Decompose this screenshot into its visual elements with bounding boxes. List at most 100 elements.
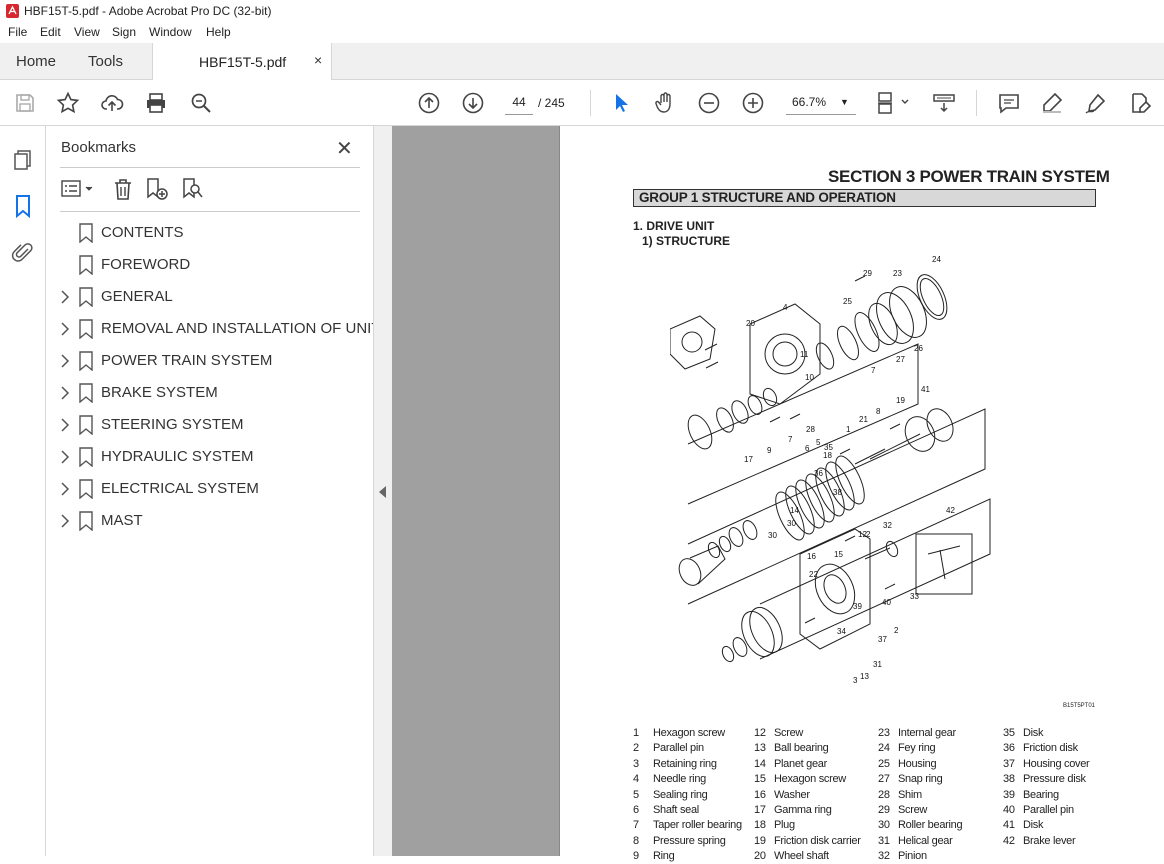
menu-edit[interactable]: Edit	[40, 25, 61, 39]
close-icon[interactable]: ✕	[336, 138, 353, 160]
sign-pen-icon[interactable]	[1084, 91, 1108, 115]
diagram-plane	[687, 343, 919, 505]
chevron-right-icon[interactable]	[60, 514, 70, 528]
scrolling-mode-icon[interactable]	[932, 91, 956, 115]
diagram-callout: 4	[783, 303, 788, 312]
tab-tools[interactable]: Tools	[88, 53, 124, 70]
chevron-right-icon[interactable]	[60, 418, 70, 432]
tab-home[interactable]: Home	[16, 53, 57, 70]
bookmark-item[interactable]: FOREWORD	[56, 253, 366, 281]
bookmark-item[interactable]: POWER TRAIN SYSTEM	[56, 349, 366, 377]
upload-cloud-icon[interactable]	[100, 91, 124, 115]
legend-part-name: Pressure disk	[1023, 773, 1086, 786]
page-number-input[interactable]: 44	[505, 90, 533, 115]
bookmark-item[interactable]: GENERAL	[56, 285, 366, 313]
legend-part-name: Snap ring	[898, 773, 943, 786]
select-cursor-icon[interactable]	[609, 91, 633, 115]
chevron-right-icon[interactable]	[60, 290, 70, 304]
chevron-right-icon[interactable]	[60, 354, 70, 368]
bookmark-item[interactable]: BRAKE SYSTEM	[56, 381, 366, 409]
edit-pdf-icon[interactable]	[1128, 91, 1152, 115]
diagram-callout: 41	[921, 385, 930, 394]
comment-icon[interactable]	[997, 91, 1021, 115]
page-thumbnails-icon[interactable]	[11, 148, 35, 172]
zoom-level-value: 66.7%	[792, 95, 827, 109]
tab-document[interactable]: HBF15T-5.pdf ×	[152, 43, 332, 81]
highlight-pen-icon[interactable]	[1040, 91, 1064, 115]
bookmark-item[interactable]: ELECTRICAL SYSTEM	[56, 477, 366, 505]
legend-number: 13	[754, 742, 766, 755]
bookmark-icon	[79, 223, 93, 243]
chevron-right-icon[interactable]	[60, 450, 70, 464]
prev-page-icon[interactable]	[417, 91, 441, 115]
menu-window[interactable]: Window	[149, 25, 192, 39]
diagram-callout: 16	[807, 552, 816, 561]
bookmark-item[interactable]: CONTENTS	[56, 221, 366, 249]
bookmark-item[interactable]: HYDRAULIC SYSTEM	[56, 445, 366, 473]
legend-number: 5	[633, 788, 639, 801]
print-icon[interactable]	[144, 91, 168, 115]
bookmark-item[interactable]: STEERING SYSTEM	[56, 413, 366, 441]
zoom-level-select[interactable]: 66.7% ▼	[786, 90, 856, 115]
tab-close-icon[interactable]: ×	[314, 52, 323, 68]
zoom-in-icon[interactable]	[741, 91, 765, 115]
navigation-rail	[0, 126, 46, 856]
legend-number: 18	[754, 819, 766, 832]
bookmark-icon	[79, 479, 93, 499]
bookmarks-panel-icon[interactable]	[11, 194, 35, 219]
star-icon[interactable]	[56, 91, 80, 115]
bookmark-item[interactable]: MAST	[56, 509, 366, 537]
diagram-callout: 40	[882, 598, 891, 607]
menu-help[interactable]: Help	[206, 25, 231, 39]
chevron-right-icon[interactable]	[60, 386, 70, 400]
page-fit-icon[interactable]	[876, 91, 912, 115]
toolbar-divider	[590, 90, 591, 116]
legend-part-name: Bearing	[1023, 788, 1059, 801]
search-zoom-icon[interactable]	[189, 91, 213, 115]
panel-splitter[interactable]	[373, 126, 392, 856]
diagram-callout: 36	[814, 469, 823, 478]
legend-number: 38	[1003, 773, 1015, 786]
legend-number: 25	[878, 757, 890, 770]
legend-part-name: Friction disk carrier	[774, 834, 861, 847]
menu-sign[interactable]: Sign	[112, 25, 137, 39]
zoom-out-icon[interactable]	[697, 91, 721, 115]
legend-part-name: Shim	[898, 788, 922, 801]
diagram-callout: 23	[893, 269, 902, 278]
collapse-arrow-icon[interactable]	[379, 486, 386, 498]
diagram-callout: 10	[805, 373, 814, 382]
diagram-callout: 5	[816, 438, 821, 447]
menu-bar: File Edit View Sign Window Help	[0, 22, 1164, 43]
bookmark-options-icon[interactable]	[60, 177, 98, 201]
find-bookmark-icon[interactable]	[181, 177, 205, 201]
diagram-callout: 9	[767, 446, 772, 455]
menu-file[interactable]: File	[8, 25, 28, 39]
chevron-right-icon[interactable]	[60, 482, 70, 496]
delete-bookmark-icon[interactable]	[111, 177, 135, 201]
hand-tool-icon[interactable]	[653, 91, 677, 115]
next-page-icon[interactable]	[461, 91, 485, 115]
legend-part-name: Brake lever	[1023, 834, 1076, 847]
diagram-callout: 34	[837, 627, 846, 636]
bookmark-item[interactable]: REMOVAL AND INSTALLATION OF UNIT	[56, 317, 381, 345]
document-viewport[interactable]: SECTION 3 POWER TRAIN SYSTEM GROUP 1 STR…	[392, 126, 1164, 862]
panel-divider	[60, 211, 360, 212]
legend-number: 36	[1003, 742, 1015, 755]
diagram-callout: 37	[878, 635, 887, 644]
chevron-right-icon[interactable]	[60, 322, 70, 336]
diagram-callout: 25	[843, 297, 852, 306]
legend-part-name: Pressure spring	[653, 834, 726, 847]
save-icon[interactable]	[13, 91, 37, 115]
new-bookmark-icon[interactable]	[145, 177, 169, 201]
legend-part-name: Retaining ring	[653, 757, 717, 770]
attachments-icon[interactable]	[11, 240, 35, 264]
menu-view[interactable]: View	[74, 25, 100, 39]
